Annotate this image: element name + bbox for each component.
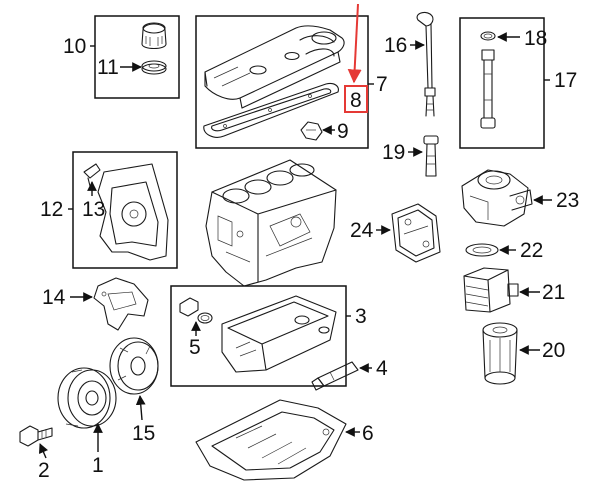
callout-23: 23 [556, 189, 579, 212]
dipstick-tube-part[interactable] [423, 135, 439, 177]
group-box-17 [459, 17, 545, 149]
timing-belt-cover-part[interactable] [97, 163, 169, 261]
oil-tube-part[interactable] [480, 49, 496, 129]
oil-cooler-part[interactable] [463, 267, 519, 313]
group-box-10-11 [94, 15, 180, 99]
group-box-3-5 [170, 285, 347, 387]
group-box-12-13 [72, 151, 178, 269]
callout-2: 2 [38, 459, 50, 482]
callout-19: 19 [382, 141, 405, 164]
callout-22: 22 [520, 239, 543, 262]
valve-cover-part[interactable] [204, 25, 345, 109]
callout-6: 6 [362, 422, 374, 445]
oil-filter-housing-part[interactable] [461, 169, 533, 227]
dipstick-part[interactable] [416, 11, 436, 117]
callout-1: 1 [92, 454, 104, 477]
callout-17: 17 [554, 69, 577, 92]
oil-cooler-gasket-part[interactable] [391, 203, 441, 263]
callout-4: 4 [376, 357, 388, 380]
oil-filter-part[interactable] [482, 322, 518, 385]
sealant-tube-part[interactable] [311, 361, 359, 391]
callout-24: 24 [350, 219, 374, 242]
highlight-box-8 [344, 85, 368, 113]
callout-8: 8 [350, 89, 362, 112]
engine-block-part[interactable] [205, 159, 337, 287]
callout-14: 14 [42, 286, 66, 309]
drain-plug-part[interactable] [179, 297, 213, 324]
callout-16: 16 [384, 34, 407, 57]
callout-12: 12 [40, 198, 63, 221]
callout-15: 15 [132, 422, 155, 445]
bracket-part[interactable] [93, 277, 149, 331]
callout-3: 3 [355, 305, 367, 328]
callout-9: 9 [337, 120, 349, 143]
callout-11: 11 [97, 56, 119, 79]
highlight-arrow [347, 3, 362, 84]
crankshaft-pulley-part[interactable] [57, 367, 117, 429]
group-box-7 [195, 15, 369, 149]
callout-20: 20 [542, 339, 565, 362]
callout-18: 18 [524, 27, 547, 50]
valve-cover-gasket-part[interactable] [203, 82, 339, 138]
callout-21: 21 [542, 281, 565, 304]
o-ring-part[interactable] [480, 31, 496, 41]
callout-13: 13 [82, 198, 105, 221]
oil-pan-part[interactable] [221, 295, 337, 373]
splash-shield-part[interactable] [195, 399, 347, 481]
crankshaft-bolt-part[interactable] [19, 425, 53, 447]
callout-7: 7 [376, 73, 388, 96]
callout-5: 5 [189, 336, 201, 359]
oil-filler-cap-part[interactable] [141, 22, 167, 75]
callout-10: 10 [63, 35, 86, 58]
timing-sprocket-part[interactable] [109, 337, 159, 395]
grommet-part[interactable] [300, 121, 323, 141]
housing-gasket-part[interactable] [465, 243, 499, 257]
